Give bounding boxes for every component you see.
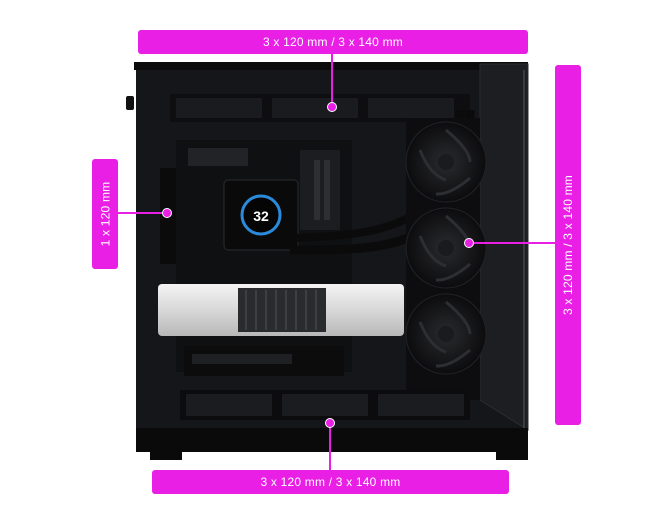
bottom-connector-line — [329, 426, 331, 470]
front-fan-label-text: 3 x 120 mm / 3 x 140 mm — [561, 175, 576, 315]
top-fan-label-text: 3 x 120 mm / 3 x 140 mm — [263, 35, 403, 49]
front-marker-dot — [464, 238, 474, 248]
front-fan-label: 3 x 120 mm / 3 x 140 mm — [555, 65, 581, 425]
side-marker-dot — [162, 208, 172, 218]
bottom-fan-label: 3 x 120 mm / 3 x 140 mm — [152, 470, 509, 494]
pump-display-value: 32 — [253, 208, 269, 224]
bottom-fan-label-text: 3 x 120 mm / 3 x 140 mm — [260, 475, 401, 489]
case-base — [136, 428, 528, 452]
side-fan-label: 1 x 120 mm — [92, 159, 118, 269]
top-fan-label: 3 x 120 mm / 3 x 140 mm — [138, 30, 528, 54]
bottom-marker-dot — [325, 418, 335, 428]
side-fan-label-text: 1 x 120 mm — [98, 181, 113, 247]
top-marker-dot — [327, 102, 337, 112]
front-glass-panel — [479, 63, 529, 431]
pump-display — [240, 194, 282, 236]
side-connector-line — [118, 212, 166, 214]
gpu-heatsink — [238, 288, 326, 332]
front-connector-line — [470, 242, 555, 244]
top-connector-line — [331, 54, 333, 106]
